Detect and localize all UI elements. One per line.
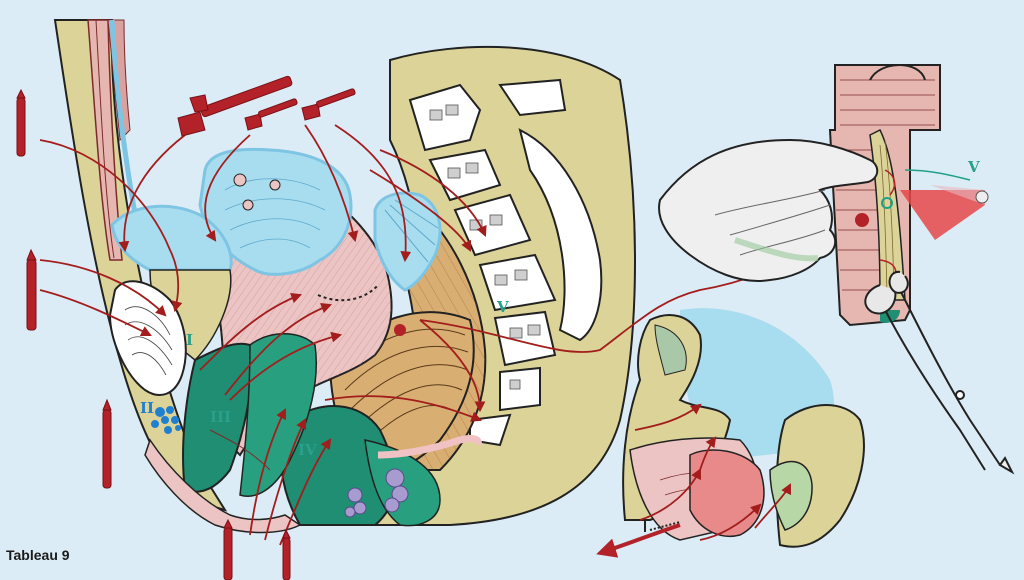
retractor-icon	[244, 98, 298, 131]
pubic-bone	[108, 280, 187, 396]
rectus-muscle	[87, 19, 123, 261]
scissors-icon	[864, 270, 1015, 475]
scalpel-icon	[223, 518, 233, 580]
urethral-glands	[151, 406, 181, 434]
vaginal-wall-green	[182, 342, 253, 493]
label-II: II	[140, 399, 154, 417]
gloved-hand	[658, 138, 879, 282]
pouch-of-douglas-line	[317, 284, 379, 302]
lateral-section-inset	[596, 308, 865, 558]
label-I: I	[186, 331, 193, 349]
retractor-icon	[177, 75, 293, 137]
label-III: III	[210, 408, 231, 426]
region-labels: I II III IV V	[140, 298, 509, 459]
anal-cushions	[344, 468, 409, 518]
vaginal-vault	[689, 449, 765, 537]
perineum	[144, 438, 302, 534]
scalpel-icon	[282, 528, 291, 580]
scalpel-icon	[16, 88, 26, 157]
needle-dot	[394, 324, 406, 336]
vertebrae	[408, 78, 603, 447]
label-V-pelvis: V	[496, 298, 509, 316]
instruments	[16, 75, 356, 580]
exit-arrow	[596, 523, 681, 558]
figure-caption: Tableau 9	[6, 547, 70, 563]
label-IV: IV	[298, 441, 317, 459]
scalpel-icon	[26, 248, 37, 331]
finger-dissection-inset: V	[658, 64, 1015, 475]
scalpel-icon	[102, 398, 112, 489]
retractor-icon	[301, 88, 356, 121]
label-V-inset: V	[967, 158, 980, 176]
sagittal-pelvis-section	[53, 19, 636, 534]
